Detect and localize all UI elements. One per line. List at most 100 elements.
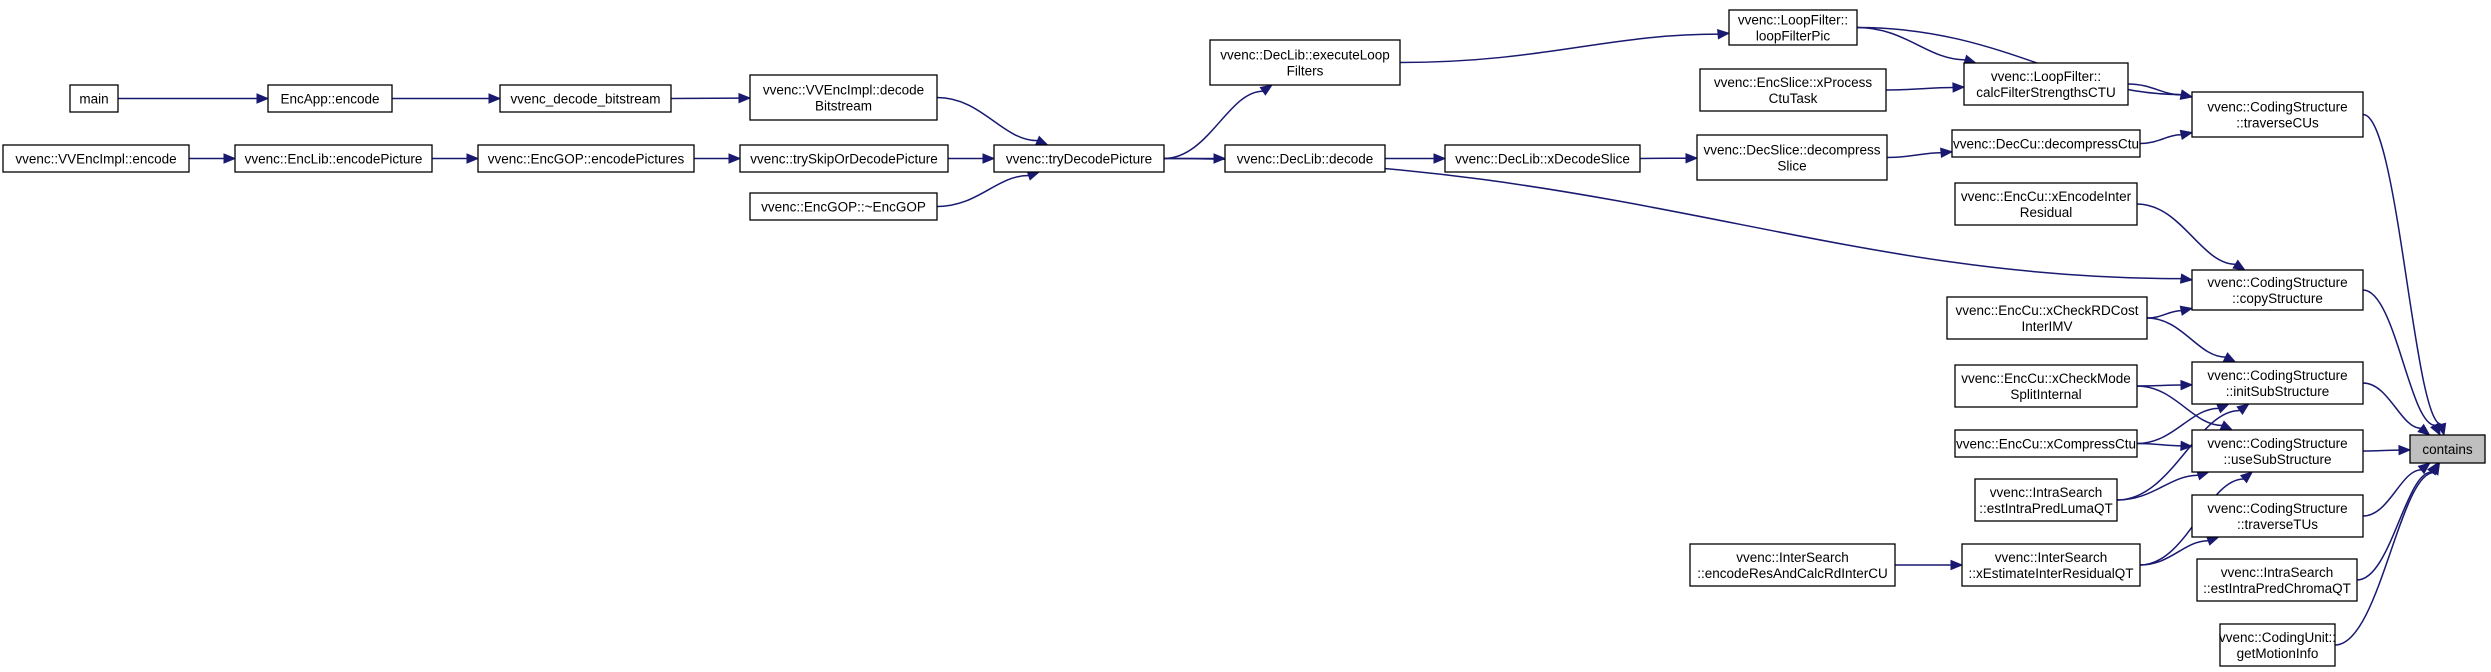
node-label: vvenc::IntraSearch — [2221, 565, 2334, 580]
edge-codingunit_getmotioninfo-to-contains — [2334, 461, 2441, 646]
arrowhead-icon — [2430, 422, 2441, 437]
edge-encapp_encode-to-vvenc_decode_bitstream — [392, 93, 502, 104]
nodes-layer: main EncApp::encode vvenc_decode_bitstream… — [2, 9, 2486, 667]
node-label: loopFilterPic — [1756, 29, 1831, 44]
node-label: vvenc::tryDecodePicture — [1006, 152, 1152, 167]
node-loopfilter_loopfilterpic[interactable]: vvenc::LoopFilter::loopFilterPic — [1728, 9, 1858, 46]
node-encapp_encode[interactable]: EncApp::encode — [267, 84, 393, 113]
node-label: vvenc::InterSearch — [1995, 550, 2108, 565]
node-box — [1963, 62, 2129, 106]
node-contains[interactable]: contains — [2409, 434, 2486, 464]
edge-enclib_encodepicture-to-encgop_encodepictures — [432, 153, 480, 164]
arrowhead-icon — [2179, 129, 2194, 141]
node-label: InterIMV — [2021, 319, 2072, 334]
node-label: vvenc::CodingStructure — [2207, 100, 2347, 115]
arrowhead-icon — [1685, 152, 1699, 164]
edge-enccu_xcheckmodesplitinternal-to-codingstructure_initsubstructure — [2136, 379, 2194, 391]
node-box — [2, 144, 190, 173]
node-intersearch_xestimateinterresidualqt[interactable]: vvenc::InterSearch::xEstimateInterResidu… — [1961, 543, 2141, 587]
node-codingstructure_copystructure[interactable]: vvenc::CodingStructure::copyStructure — [2191, 269, 2364, 311]
node-enclib_encodepicture[interactable]: vvenc::EncLib::encodePicture — [234, 144, 433, 173]
edge-vvencimpl_decode_bitstream-to-trydecodepicture — [936, 96, 1049, 146]
arrowhead-icon — [2417, 462, 2431, 475]
node-loopfilter_calcfilterstrengthsctu[interactable]: vvenc::LoopFilter::calcFilterStrengthsCT… — [1963, 62, 2129, 106]
edge-line — [1886, 151, 1942, 159]
arrowhead-icon — [2180, 440, 2194, 452]
node-declib_xdecodeslice[interactable]: vvenc::DecLib::xDecodeSlice — [1444, 144, 1641, 173]
node-intrasearch_estintrapredchromaqt[interactable]: vvenc::IntraSearch::estIntraPredChromaQT — [2196, 558, 2358, 602]
node-declib_decode[interactable]: vvenc::DecLib::decode — [1224, 144, 1386, 173]
edge-vvenc_decode_bitstream-to-vvencimpl_decode_bitstream — [670, 92, 752, 104]
node-enccu_xcompressctu[interactable]: vvenc::EncCu::xCompressCtu — [1954, 429, 2138, 458]
node-trydecodepicture[interactable]: vvenc::tryDecodePicture — [993, 144, 1165, 173]
edge-line — [1399, 33, 1719, 64]
node-codingstructure_traversetus[interactable]: vvenc::CodingStructure::traverseTUs — [2191, 494, 2364, 538]
node-label: ::encodeResAndCalcRdInterCU — [1697, 566, 1888, 581]
arrowhead-icon — [1259, 84, 1274, 96]
edge-line — [936, 96, 1038, 142]
node-box — [1954, 364, 2138, 408]
node-box — [2409, 434, 2486, 464]
node-box — [267, 84, 393, 113]
node-label: calcFilterStrengthsCTU — [1976, 85, 2116, 100]
edge-line — [936, 174, 1029, 208]
node-encgop_encodepictures[interactable]: vvenc::EncGOP::encodePictures — [477, 144, 695, 173]
node-label: CtuTask — [1769, 91, 1818, 106]
arrowhead-icon — [1950, 559, 1964, 571]
arrowhead-icon — [738, 92, 752, 104]
node-box — [1224, 144, 1386, 173]
node-main[interactable]: main — [69, 84, 119, 113]
edge-line — [1856, 26, 2182, 96]
arrowhead-icon — [2398, 444, 2412, 456]
node-deccu_decompressctu[interactable]: vvenc::DecCu::decompressCtu — [1951, 129, 2141, 158]
arrowhead-icon — [488, 93, 502, 104]
edge-line — [1163, 90, 1263, 160]
edge-intrasearch_estintrapredlumaqt-to-codingstructure_initsubstructure — [2116, 403, 2250, 501]
edge-encgop_dtor-to-trydecodepicture — [936, 170, 1041, 208]
node-box — [2191, 269, 2364, 311]
node-label: vvenc::DecCu::decompressCtu — [1953, 137, 2139, 152]
node-box — [1951, 129, 2141, 158]
node-codingstructure_initsubstructure[interactable]: vvenc::CodingStructure::initSubStructure — [2191, 361, 2364, 405]
node-codingstructure_usesubstructure[interactable]: vvenc::CodingStructure::useSubStructure — [2191, 429, 2364, 473]
node-codingunit_getmotioninfo[interactable]: vvenc::CodingUnit::getMotionInfo — [2219, 623, 2336, 667]
node-box — [1954, 182, 2138, 226]
node-intrasearch_estintrapredlumaqt[interactable]: vvenc::IntraSearch::estIntraPredLumaQT — [1974, 478, 2118, 522]
node-box — [499, 84, 672, 113]
edge-line — [2356, 471, 2432, 581]
node-codingstructure_traversecus[interactable]: vvenc::CodingStructure::traverseCUs — [2191, 91, 2364, 138]
edge-declib_xdecodeslice-to-decslice_decompressslice — [1639, 152, 1699, 164]
node-label: ::traverseTUs — [2237, 517, 2318, 532]
node-vvenc_decode_bitstream[interactable]: vvenc_decode_bitstream — [499, 84, 672, 113]
edge-line — [1885, 86, 1954, 91]
arrowhead-icon — [2232, 259, 2246, 271]
node-label: vvenc::DecLib::decode — [1237, 152, 1374, 167]
node-label: ::useSubStructure — [2223, 452, 2331, 467]
node-box — [477, 144, 695, 173]
node-vvencimpl_encode[interactable]: vvenc::VVEncImpl::encode — [2, 144, 190, 173]
arrowhead-icon — [2222, 352, 2237, 363]
node-label: vvenc::EncCu::xCheckMode — [1961, 371, 2131, 386]
edge-line — [2334, 471, 2435, 646]
node-box — [2191, 494, 2364, 538]
node-intersearch_encoderesandcalcrdintercu[interactable]: vvenc::InterSearch::encodeResAndCalcRdIn… — [1689, 543, 1896, 587]
edge-line — [1856, 26, 1966, 61]
node-encgop_dtor[interactable]: vvenc::EncGOP::~EncGOP — [749, 192, 938, 221]
edge-enccu_xcheckrdcostinterimv-to-codingstructure_copystructure — [2146, 305, 2194, 319]
edge-tryskipordecodepicture-to-trydecodepicture — [948, 153, 996, 164]
edges-layer — [118, 26, 2447, 646]
node-label: ::traverseCUs — [2236, 116, 2319, 131]
arrowhead-icon — [2417, 423, 2431, 436]
node-label: Slice — [1777, 159, 1806, 174]
node-box — [1696, 134, 1888, 181]
edge-line — [2139, 539, 2209, 566]
node-tryskipordecodepicture[interactable]: vvenc::trySkipOrDecodePicture — [739, 144, 949, 173]
node-label: Residual — [2020, 205, 2073, 220]
